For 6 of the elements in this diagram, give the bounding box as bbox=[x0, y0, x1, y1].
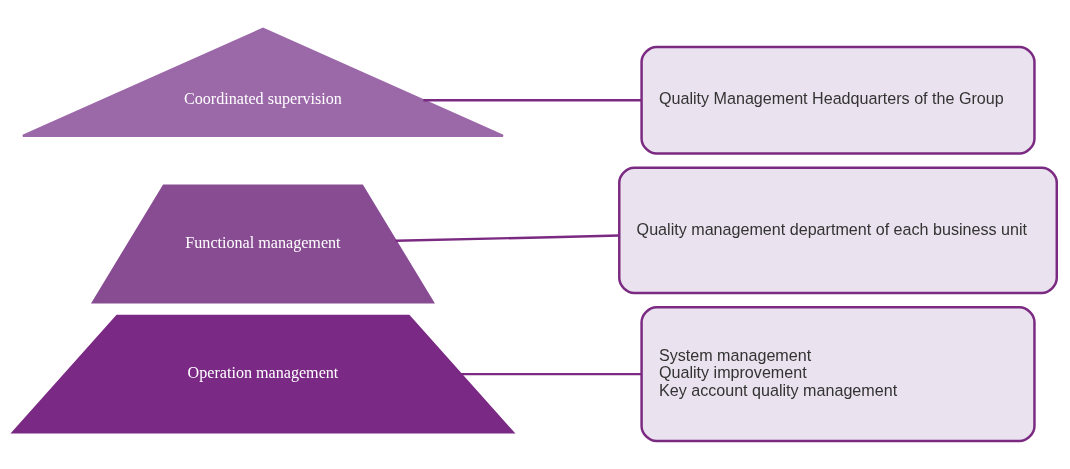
node-box: Quality Management Headquarters of the Group bbox=[640, 45, 1036, 155]
connector bbox=[423, 98, 642, 101]
connector bbox=[395, 233, 620, 242]
node-box: Quality management department of each business unit bbox=[618, 166, 1058, 294]
connector bbox=[460, 372, 642, 375]
node-box: System management Quality improvement Key account quality management bbox=[640, 305, 1036, 442]
